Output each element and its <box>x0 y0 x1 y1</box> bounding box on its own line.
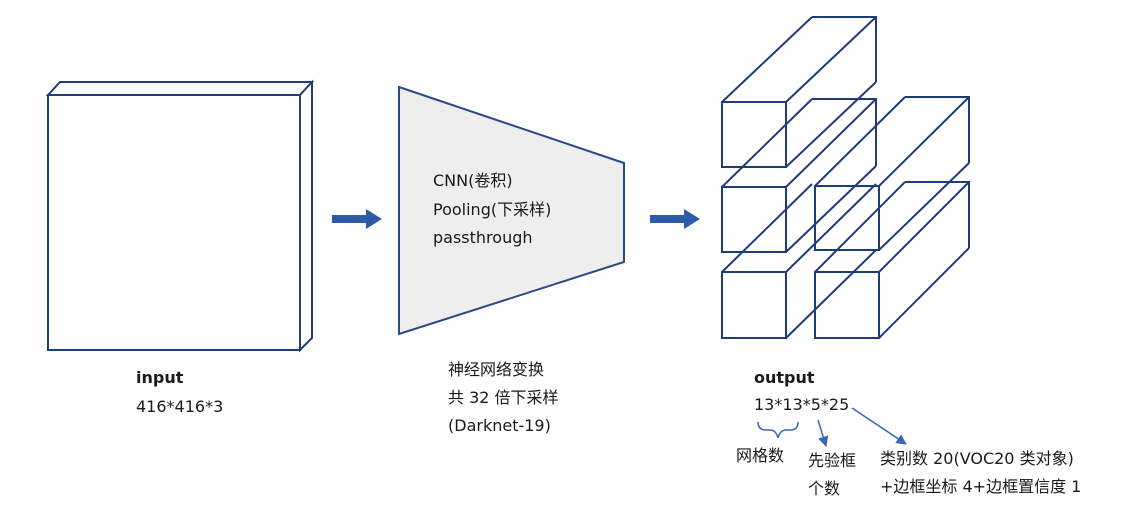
attr-annotation-2: +边框坐标 4+边框置信度 1 <box>880 477 1082 496</box>
network-line-2: Pooling(下采样) <box>433 200 552 219</box>
network-line-1: CNN(卷积) <box>433 171 513 190</box>
anchor-count-annotation-1: 先验框 <box>808 451 857 470</box>
input-label: input <box>136 368 184 387</box>
cnn-trapezoid <box>398 85 625 336</box>
prism-bottom-left <box>721 183 877 339</box>
output-size: 13*13*5*25 <box>754 395 850 414</box>
network-caption-2: 共 32 倍下采样 <box>448 388 559 407</box>
input-size: 416*416*3 <box>136 397 224 416</box>
input-top-face <box>45 81 315 96</box>
prism-center <box>814 185 880 251</box>
prism-bottom-right <box>814 181 970 339</box>
anchor-count-annotation-2: 个数 <box>808 479 841 498</box>
flow-arrow-2 <box>650 209 700 229</box>
grid-brace <box>757 421 799 439</box>
prism-top-left <box>721 16 877 168</box>
flow-arrow-1 <box>332 209 382 229</box>
output-prisms <box>721 16 970 339</box>
input-volume <box>45 79 315 353</box>
prism-middle-left <box>721 98 877 253</box>
input-front-face <box>47 94 301 351</box>
attr-annotation-1: 类别数 20(VOC20 类对象) <box>880 449 1074 468</box>
input-side-face <box>299 79 313 353</box>
output-label: output <box>754 368 815 387</box>
network-caption-1: 神经网络变换 <box>448 360 545 379</box>
network-line-3: passthrough <box>433 228 533 247</box>
network-caption-3: (Darknet-19) <box>448 416 551 435</box>
attr-arrow <box>851 407 907 445</box>
grid-count-annotation: 网格数 <box>736 446 785 465</box>
anchor-arrow <box>817 419 829 448</box>
prism-top-right <box>814 96 970 251</box>
